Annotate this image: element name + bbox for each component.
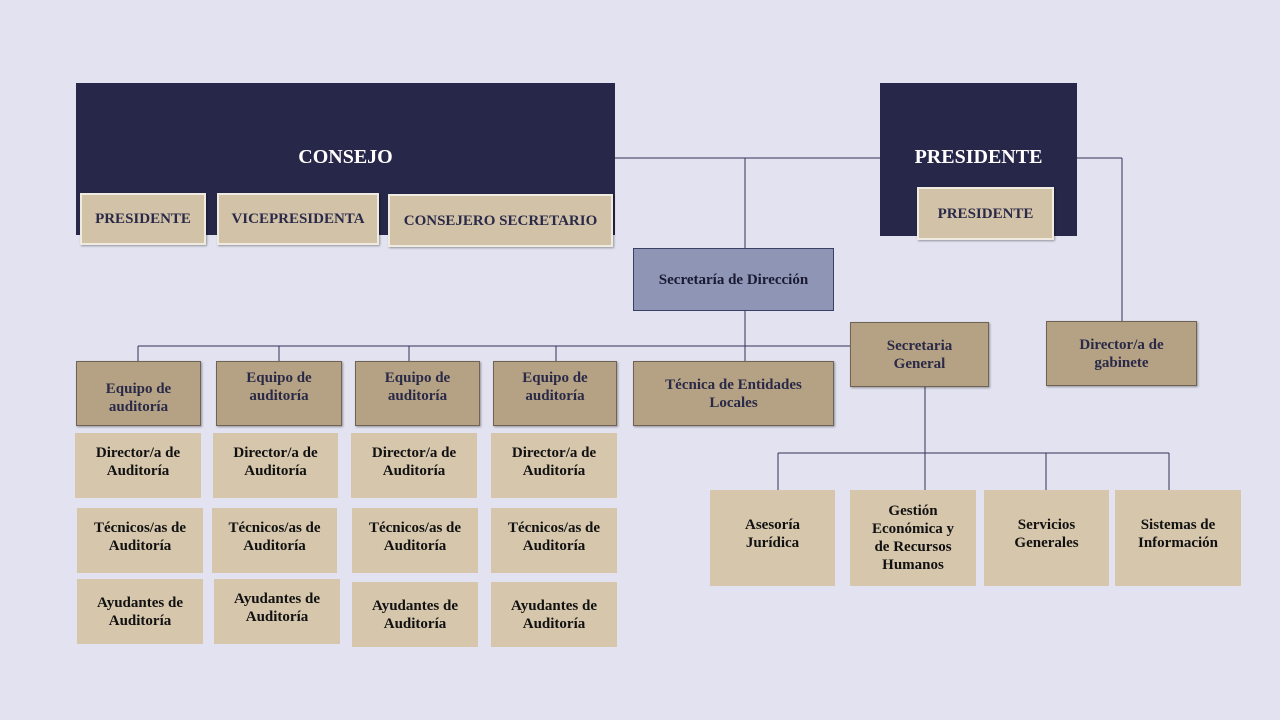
consejo-vicepresidenta: VICEPRESIDENTA (217, 193, 379, 245)
director-auditoria-4: Director/a de Auditoría (491, 433, 617, 498)
tecnicos-auditoria-2: Técnicos/as de Auditoría (212, 508, 337, 573)
tecnica-entidades-locales: Técnica de Entidades Locales (633, 361, 834, 426)
consejo-consejero-secretario: CONSEJERO SECRETARIO (388, 194, 613, 247)
tecnicos-auditoria-3: Técnicos/as de Auditoría (352, 508, 478, 573)
secretaria-direccion: Secretaría de Dirección (633, 248, 834, 311)
consejo-title: CONSEJO (298, 146, 393, 168)
director-gabinete: Director/a de gabinete (1046, 321, 1197, 386)
gestion-economica-rrhh: Gestión Económica y de Recursos Humanos (850, 490, 976, 586)
director-auditoria-2: Director/a de Auditoría (213, 433, 338, 498)
ayudantes-auditoria-4: Ayudantes de Auditoría (491, 582, 617, 647)
ayudantes-auditoria-3: Ayudantes de Auditoría (352, 582, 478, 647)
tecnicos-auditoria-1: Técnicos/as de Auditoría (77, 508, 203, 573)
servicios-generales: Servicios Generales (984, 490, 1109, 586)
presidente-member: PRESIDENTE (917, 187, 1054, 240)
tecnicos-auditoria-4: Técnicos/as de Auditoría (491, 508, 617, 573)
equipo-auditoria-4: Equipo de auditoría (493, 361, 617, 426)
ayudantes-auditoria-2: Ayudantes de Auditoría (214, 579, 340, 644)
director-auditoria-3: Director/a de Auditoría (351, 433, 477, 498)
equipo-auditoria-3: Equipo de auditoría (355, 361, 480, 426)
presidente-title: PRESIDENTE (914, 146, 1043, 168)
asesoria-juridica: Asesoría Jurídica (710, 490, 835, 586)
secretaria-general: Secretaria General (850, 322, 989, 387)
consejo-presidente: PRESIDENTE (80, 193, 206, 245)
ayudantes-auditoria-1: Ayudantes de Auditoría (77, 579, 203, 644)
equipo-auditoria-2: Equipo de auditoría (216, 361, 342, 426)
sistemas-informacion: Sistemas de Información (1115, 490, 1241, 586)
equipo-auditoria-1: Equipo de auditoría (76, 361, 201, 426)
director-auditoria-1: Director/a de Auditoría (75, 433, 201, 498)
